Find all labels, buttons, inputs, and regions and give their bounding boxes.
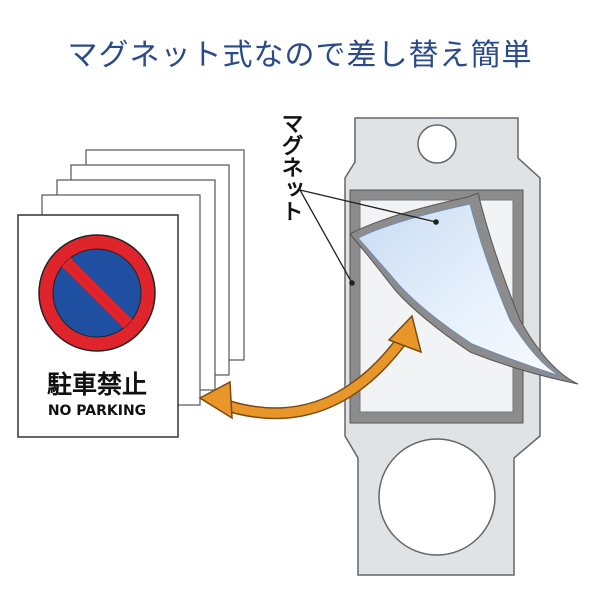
no-parking-icon (38, 234, 156, 352)
sign-title: 駐車禁止 (47, 370, 147, 399)
headline: マグネット式なので差し替え簡単 (67, 38, 533, 73)
film-sheet (357, 203, 561, 377)
magnet-label: マグネット (278, 112, 304, 222)
double-arrow-icon (198, 314, 423, 420)
holder-top-hole (417, 124, 457, 164)
pointer-line-2 (299, 189, 353, 284)
pointer-line-1 (299, 189, 437, 223)
magnet-callout: マグネット (278, 112, 439, 286)
holder-bottom-hole (378, 438, 496, 556)
magnet-sheet-icon (349, 192, 579, 385)
sign-subtitle: NO PARKING (48, 403, 146, 419)
front-sign: 駐車禁止 NO PARKING (17, 214, 179, 438)
